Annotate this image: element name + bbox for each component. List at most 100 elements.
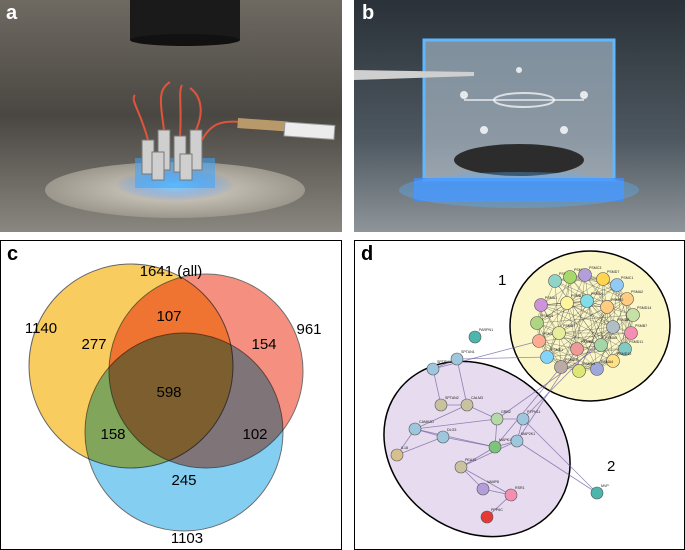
network-node-circle xyxy=(436,430,450,444)
network-node-label: MVP xyxy=(601,484,609,488)
network-node-circle xyxy=(480,510,494,524)
network-edge xyxy=(569,276,626,350)
network-node-circle xyxy=(620,292,634,306)
network-edge xyxy=(566,284,618,304)
network-node-circle xyxy=(572,364,586,378)
network-node-label: PSME1 xyxy=(551,348,563,352)
network-node-label: RSR1 xyxy=(515,486,525,490)
network-edge xyxy=(578,348,626,372)
network-node: PSMA7 xyxy=(552,324,575,340)
network-edge xyxy=(596,332,632,370)
network-edge xyxy=(536,322,614,362)
network-node-label: PSMB1 xyxy=(571,294,583,298)
network-node-label: PSMD1 xyxy=(541,314,553,318)
network-node: PSMC3 xyxy=(578,266,601,282)
network-node-label: PSMD11 xyxy=(629,340,643,344)
network-node-circle xyxy=(540,350,554,364)
network-node: PSMD3 xyxy=(554,358,577,374)
network-node-label: PSMD7 xyxy=(607,270,619,274)
network-node-label: MAP2K1 xyxy=(521,432,535,436)
network-node: VAMP8 xyxy=(476,480,499,496)
network-node-circle xyxy=(390,448,404,462)
venn-region-abc: 598 xyxy=(156,384,181,401)
network-node-label: SPTBN1 xyxy=(437,360,451,364)
network-node-circle xyxy=(580,294,594,308)
network-node-circle xyxy=(460,398,474,412)
network-node-circle xyxy=(454,460,468,474)
panel-b-photo: b xyxy=(354,0,685,232)
venn-diagram: 1641 (all) 1140 961 1103 277 107 154 598… xyxy=(25,263,322,547)
network-node-label: PSMC1 xyxy=(621,276,633,280)
network-node: PSMB1 xyxy=(560,294,583,310)
network-node-label: PSMC6 xyxy=(543,332,555,336)
network-edge xyxy=(558,332,602,346)
network-edge xyxy=(538,340,598,370)
network-node: MVP xyxy=(590,484,609,500)
panel-c-venn: c 1641 (all) 1140 961 1103 277 107 154 5… xyxy=(0,240,342,550)
network-node: PSMD14 xyxy=(626,306,651,322)
network-edge xyxy=(540,274,586,306)
network-edge xyxy=(536,322,602,346)
network-edge xyxy=(538,302,568,342)
venn-circle-set-3 xyxy=(84,332,284,532)
network-node-label: PSMA5 xyxy=(605,336,617,340)
network-node-circle xyxy=(450,352,464,366)
network-node-label: VAMP8 xyxy=(487,480,499,484)
network-edge xyxy=(414,404,468,430)
network-node-label: PSMD3 xyxy=(565,358,577,362)
network-edge xyxy=(536,300,588,324)
network-edge xyxy=(558,306,608,334)
panel-a-photo: a xyxy=(0,0,342,232)
venn-region-only-b: 154 xyxy=(251,336,276,353)
network-nodes: PSMC5PSMC2PSMC3PSMD7PSMC1PSMA2PSMD14PSMB… xyxy=(390,266,651,524)
network-node-circle xyxy=(548,274,562,288)
network-edge xyxy=(494,366,562,448)
network-node: IL18 xyxy=(390,446,408,462)
network-edge xyxy=(566,302,614,328)
network-node-label: SPTAN2 xyxy=(445,396,459,400)
glowing-chip-illustration xyxy=(354,0,685,232)
network-node-label: CALM3 xyxy=(471,396,483,400)
network-node-circle xyxy=(624,326,638,340)
network-node: PPP6C xyxy=(480,508,503,524)
network-node: SPTAN1 xyxy=(450,350,475,366)
network-node-label: PSMA4 xyxy=(601,360,613,364)
venn-set-2-total: 961 xyxy=(296,321,321,338)
network-edge xyxy=(432,340,540,370)
network-edge xyxy=(540,304,626,350)
cluster-label-2: 2 xyxy=(607,458,615,475)
network-node-label: PSMA7 xyxy=(563,324,575,328)
network-edge xyxy=(558,326,614,334)
network-node-circle xyxy=(606,320,620,334)
network-node-label: PSMB3 xyxy=(581,340,593,344)
network-node-label: CAMK2D xyxy=(419,420,434,424)
panel-label-c: c xyxy=(7,243,19,265)
network-node: RSR1 xyxy=(504,486,525,502)
network-node-label: PSMD14 xyxy=(637,306,651,310)
network-node-label: PSMB7 xyxy=(635,324,647,328)
network-node-circle xyxy=(594,338,608,352)
network-node: PSMA4 xyxy=(590,360,613,376)
network-edge xyxy=(558,284,618,334)
network-edge xyxy=(540,304,548,358)
network-node-label: DLG3 xyxy=(447,428,456,432)
venn-region-bc: 102 xyxy=(242,426,267,443)
network-node-label: PSMC2 xyxy=(574,268,586,272)
network-node: PSMA1 xyxy=(534,296,557,312)
network-node-circle xyxy=(570,342,584,356)
network-node-circle xyxy=(596,272,610,286)
network-node: PSMD7 xyxy=(596,270,619,286)
network-node: PSMD6 xyxy=(580,292,603,308)
network-node: GRB2 xyxy=(490,410,511,426)
network-node-circle xyxy=(468,330,482,344)
network-edge xyxy=(460,466,512,496)
network-node: PSMC6 xyxy=(532,332,555,348)
network-edge xyxy=(460,440,518,468)
network-node-circle xyxy=(563,270,577,284)
network-edge xyxy=(576,274,586,350)
cluster-2-region xyxy=(383,360,571,538)
network-node-circle xyxy=(552,326,566,340)
network-node-label: IL18 xyxy=(401,446,408,450)
network-node-circle xyxy=(504,488,518,502)
network-node-label: GRB2 xyxy=(501,410,511,414)
